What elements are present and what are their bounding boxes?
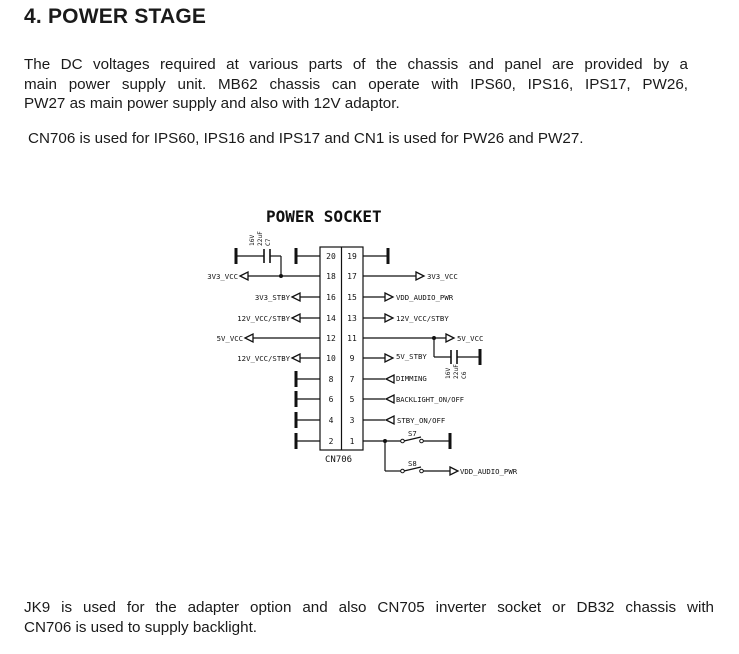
net-label: STBY_ON/OFF <box>397 416 445 425</box>
pin-number: 12 <box>326 334 336 343</box>
pin-number: 7 <box>350 375 355 384</box>
pin-number: 18 <box>326 272 336 281</box>
cap-voltage: 16V <box>445 368 452 379</box>
pin-number: 15 <box>347 293 357 302</box>
cap-reference: C7 <box>265 238 272 246</box>
pin-number: 6 <box>329 395 334 404</box>
port-arrow-icon <box>384 414 395 426</box>
port-arrow-icon <box>384 393 395 405</box>
port-arrow-icon <box>290 291 301 303</box>
pin-number: 17 <box>347 272 357 281</box>
pin-number: 9 <box>350 354 355 363</box>
adapter-paragraph: JK9 is used for the adapter option and a… <box>24 598 714 637</box>
net-label: 12V_VCC/STBY <box>237 354 290 363</box>
adapter-line-1: JK9 is used for the adapter option and a… <box>24 599 714 616</box>
adapter-line-2: CN706 is used to supply backlight. <box>24 618 258 636</box>
net-label: 12V_VCC/STBY <box>237 314 290 323</box>
intro-line-1: The DC voltages required at various part… <box>24 56 688 73</box>
port-arrow-icon <box>384 291 395 303</box>
net-label: 3V3_STBY <box>255 293 291 302</box>
net-label: 5V_STBY <box>396 352 427 361</box>
switch-label: S8 <box>408 459 417 468</box>
connector-reference: CN706 <box>325 455 352 465</box>
intro-paragraph: The DC voltages required at various part… <box>24 55 688 114</box>
pin-number: 1 <box>350 437 355 446</box>
pin-number: 8 <box>329 375 334 384</box>
cap-voltage: 16V <box>249 235 256 246</box>
port-arrow-icon <box>243 332 254 344</box>
port-arrow-icon <box>445 332 456 344</box>
schematic-title: POWER SOCKET <box>266 207 382 226</box>
cap-value: 22uF <box>453 364 460 379</box>
port-arrow-icon <box>384 352 395 364</box>
port-arrow-icon <box>384 373 395 385</box>
section-heading: 4. POWER STAGE <box>24 5 207 28</box>
pin-number: 20 <box>326 252 336 261</box>
cap-value: 22uF <box>257 231 264 246</box>
net-label: 3V3_VCC <box>427 272 458 281</box>
port-arrow-icon <box>238 270 249 282</box>
pin-number: 2 <box>329 437 334 446</box>
pin-number: 4 <box>329 416 334 425</box>
net-label: 5V_VCC <box>457 334 483 343</box>
port-arrow-icon <box>290 352 301 364</box>
intro-line-3: PW27 as main power supply and also with … <box>24 95 400 112</box>
pin-number: 19 <box>347 252 357 261</box>
pin-number: 14 <box>326 314 336 323</box>
port-arrow-icon <box>384 312 395 324</box>
net-label: DIMMING <box>396 374 427 383</box>
net-label: 12V_VCC/STBY <box>396 314 449 323</box>
port-arrow-icon <box>415 270 426 282</box>
cap-reference: C6 <box>461 371 468 379</box>
net-label: BACKLIGHT_ON/OFF <box>396 395 464 404</box>
pin-number: 3 <box>350 416 355 425</box>
intro-line-2: main power supply unit. MB62 chassis can… <box>24 75 688 93</box>
net-label: 3V3_VCC <box>207 272 238 281</box>
connector-paragraph: CN706 is used for IPS60, IPS16 and IPS17… <box>28 130 584 147</box>
pin-number: 10 <box>326 354 336 363</box>
port-arrow-icon <box>449 465 460 477</box>
port-arrow-icon <box>290 312 301 324</box>
net-label: VDD_AUDIO_PWR <box>396 293 454 302</box>
pin-number: 16 <box>326 293 336 302</box>
pin-number: 11 <box>347 334 357 343</box>
net-label: 5V_VCC <box>217 334 243 343</box>
pin-number: 13 <box>347 314 357 323</box>
switch-label: S7 <box>408 429 417 438</box>
net-label: VDD_AUDIO_PWR <box>460 467 518 476</box>
pin-number: 5 <box>350 395 355 404</box>
